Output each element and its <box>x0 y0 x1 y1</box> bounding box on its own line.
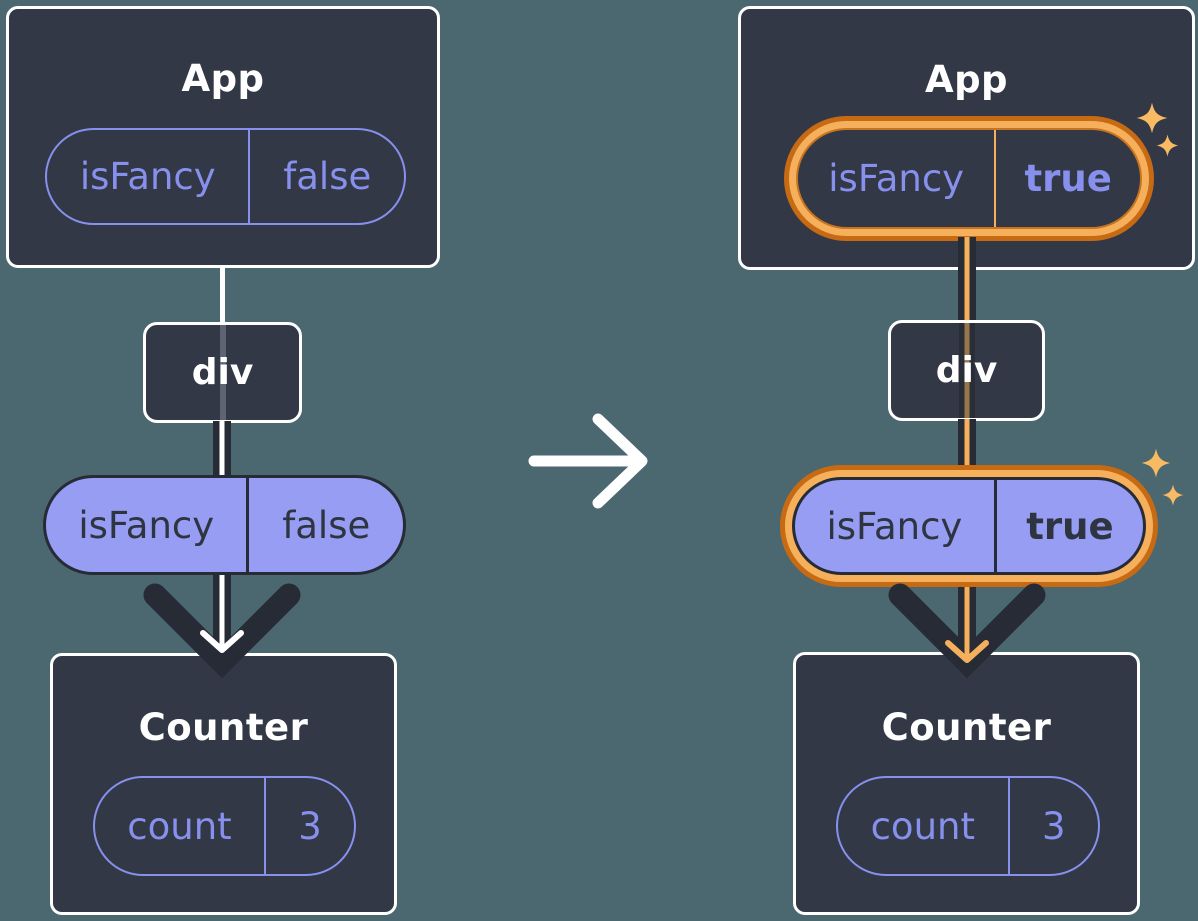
prop-connector-line <box>958 237 976 322</box>
prop-value: true <box>1026 504 1114 548</box>
connector-core <box>964 419 970 467</box>
prop-connector-line <box>213 421 231 477</box>
prop-value: false <box>283 155 372 198</box>
sparkle-icon <box>1156 134 1179 157</box>
state-pill: count 3 <box>93 776 356 876</box>
component-title: App <box>924 58 1009 101</box>
node-label: div <box>191 352 254 393</box>
sparkle-icon <box>1162 484 1184 506</box>
connector-core <box>964 237 970 322</box>
state-pill: count 3 <box>836 776 1100 876</box>
prop-connector-ghost <box>958 323 975 418</box>
flow-arrow-icon <box>888 583 1046 679</box>
flow-arrow-icon <box>143 575 301 679</box>
passed-prop-pill: isFancy true <box>792 477 1146 575</box>
changed-prop-highlight-ring: isFancy true <box>784 116 1154 241</box>
prop-connector-line <box>220 266 225 326</box>
passed-prop-pill: isFancy false <box>43 475 406 575</box>
counter-component-box: Counter count 3 <box>793 652 1140 915</box>
prop-name: isFancy <box>798 130 997 227</box>
prop-connector-ghost <box>219 325 226 420</box>
prop-name: isFancy <box>795 480 997 572</box>
transition-arrow-icon <box>528 413 648 509</box>
prop-connector-line <box>958 419 976 467</box>
prop-value: false <box>282 503 371 547</box>
counter-component-box: Counter count 3 <box>50 653 397 915</box>
state-name: count <box>838 778 1010 874</box>
sparkle-icon <box>1136 102 1168 134</box>
changed-prop-highlight-ring: isFancy true <box>780 465 1158 587</box>
prop-value: true <box>1024 157 1112 200</box>
connector-core <box>219 421 225 477</box>
component-title: App <box>181 57 265 100</box>
component-title: Counter <box>138 706 309 749</box>
prop-name: isFancy <box>46 478 250 572</box>
prop-pill: isFancy true <box>796 128 1142 229</box>
div-node-box: div <box>143 322 302 423</box>
state-name: count <box>95 778 266 874</box>
node-label: div <box>935 350 998 391</box>
prop-pill: isFancy false <box>45 128 406 225</box>
app-component-box: App isFancy true <box>738 6 1195 270</box>
div-node-box: div <box>888 320 1045 421</box>
prop-name: isFancy <box>47 130 251 223</box>
state-value: 3 <box>298 804 322 848</box>
component-title: Counter <box>881 706 1052 749</box>
app-component-box: App isFancy false <box>6 6 440 268</box>
state-value: 3 <box>1042 804 1066 848</box>
sparkle-icon <box>1141 448 1171 478</box>
